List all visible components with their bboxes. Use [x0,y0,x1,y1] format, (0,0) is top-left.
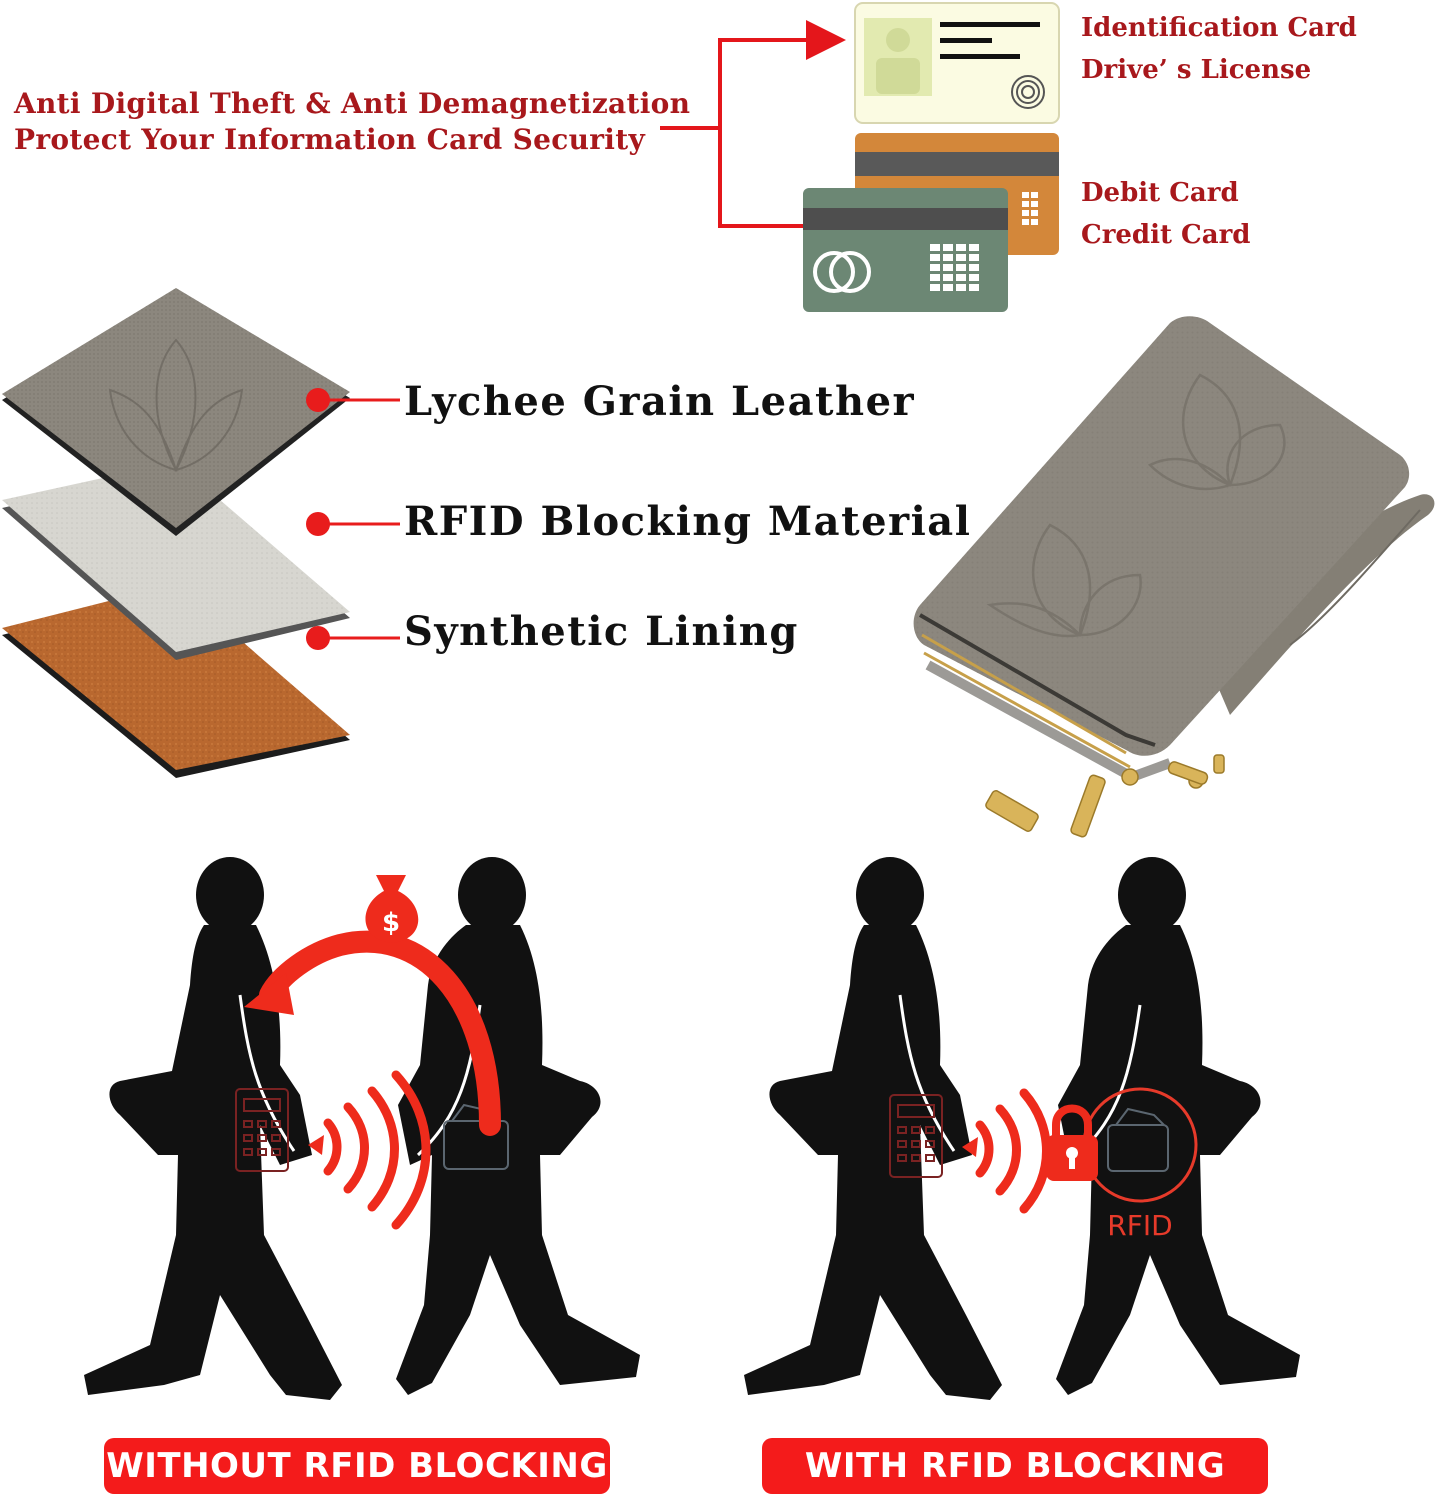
headline-line-2: Protect Your Information Card Security [14,123,646,156]
headline: Anti Digital Theft & Anti Demagnetizatio… [14,86,714,158]
money-bag-icon [365,875,419,943]
layer-label-leather: Lychee Grain Leather [404,378,916,425]
bank-cards-icon [803,133,1059,312]
padlock-icon [1046,1104,1098,1181]
wallet-product-image [913,316,1435,838]
credit-card-label: Credit Card [1081,220,1251,250]
with-rfid-scene: RFID [744,857,1300,1400]
license-label: Drive’ s License [1081,55,1312,85]
id-card-label: Identification Card [1081,13,1357,43]
money-symbol: $ [382,908,400,938]
layer-label-rfid: RFID Blocking Material [404,498,972,545]
layer-label-lining: Synthetic Lining [404,608,799,655]
debit-card-label: Debit Card [1081,178,1239,208]
card-arrows [660,20,848,246]
material-layers-illustration [2,288,400,778]
without-rfid-scene: $ [84,857,640,1400]
headline-line-1: Anti Digital Theft & Anti Demagnetizatio… [14,87,691,120]
id-card-icon [854,2,1060,124]
rfid-text: RFID [1107,1209,1172,1242]
without-rfid-banner: WITHOUT RFID BLOCKING [104,1438,610,1494]
with-rfid-banner: WITH RFID BLOCKING [762,1438,1268,1494]
